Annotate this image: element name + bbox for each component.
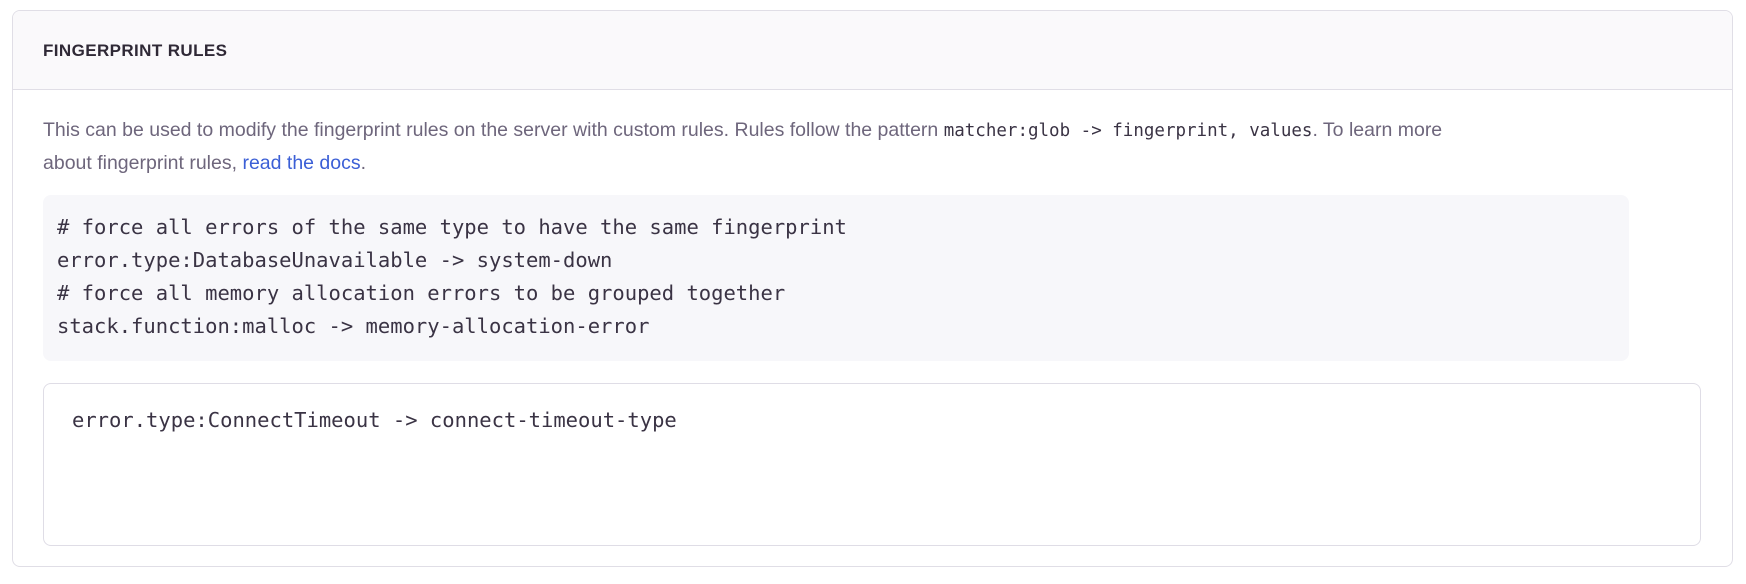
code-line: stack.function:malloc -> memory-allocati… <box>57 314 650 338</box>
description-text: This can be used to modify the fingerpri… <box>43 114 1493 179</box>
inline-code-pattern: matcher:glob -> fingerprint, values <box>943 121 1313 141</box>
example-rules-code-block: # force all errors of the same type to h… <box>43 195 1629 361</box>
code-line: error.type:DatabaseUnavailable -> system… <box>57 248 613 272</box>
read-the-docs-link[interactable]: read the docs <box>242 152 361 174</box>
fingerprint-rules-panel: FINGERPRINT RULES This can be used to mo… <box>12 10 1733 567</box>
description-part-1: This can be used to modify the fingerpri… <box>43 119 944 141</box>
description-part-3: . <box>360 152 367 174</box>
page-title: FINGERPRINT RULES <box>43 40 228 60</box>
code-line: # force all errors of the same type to h… <box>57 215 847 239</box>
panel-header: FINGERPRINT RULES <box>13 11 1732 90</box>
code-line: # force all memory allocation errors to … <box>57 281 786 305</box>
description-part-2: . To learn more about fingerprint rules, <box>43 119 1443 174</box>
panel-body: This can be used to modify the fingerpri… <box>13 90 1732 546</box>
fingerprint-rules-input[interactable] <box>43 383 1701 546</box>
